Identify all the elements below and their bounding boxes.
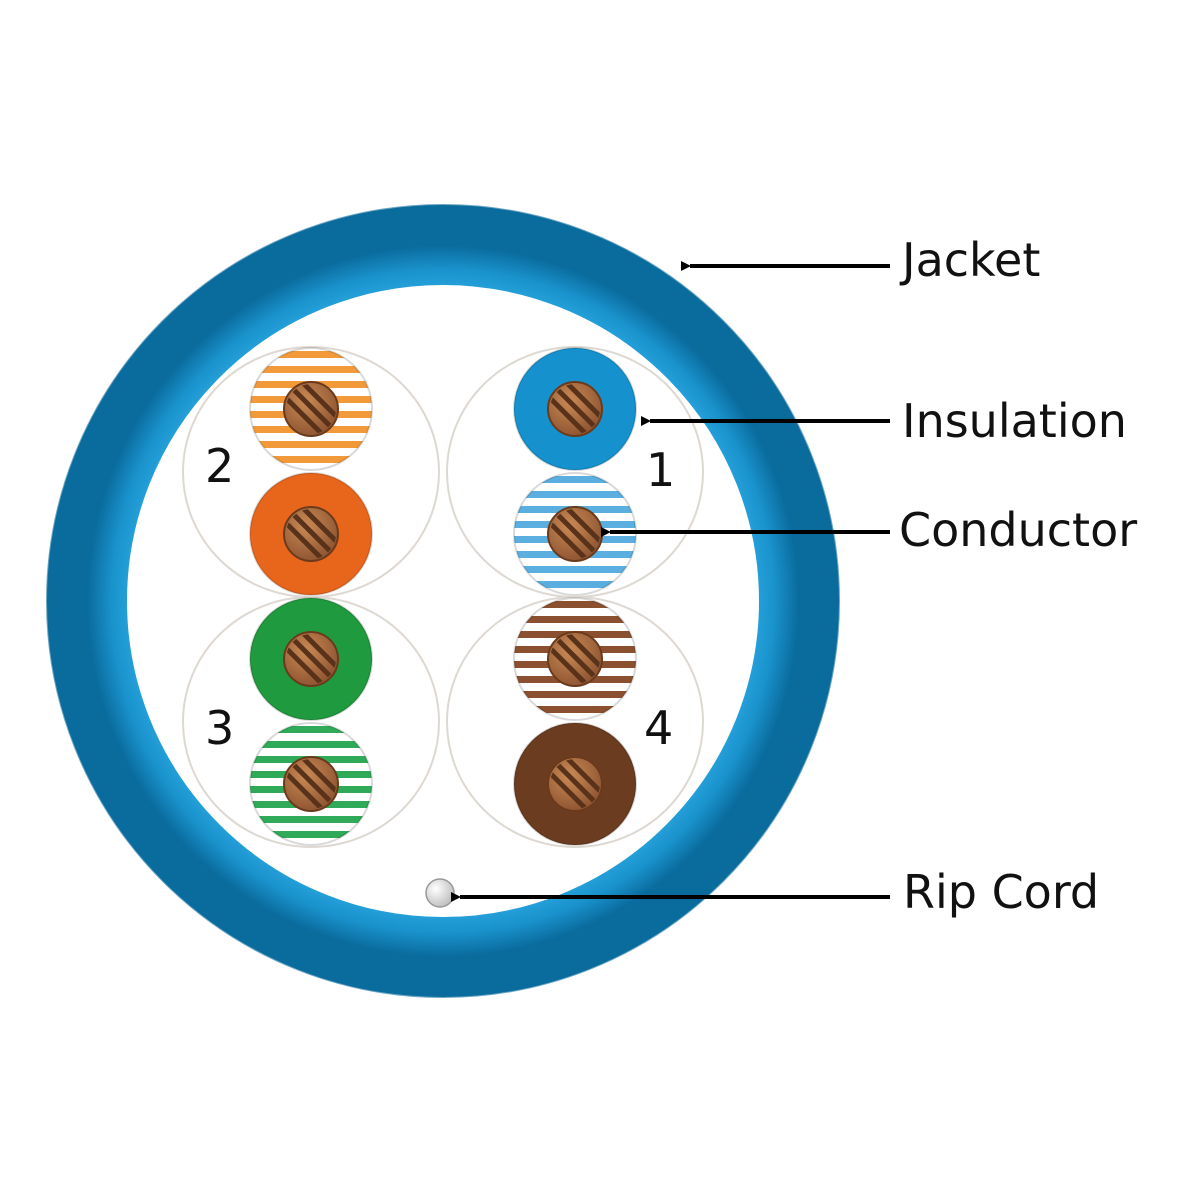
wire-green [249, 597, 373, 721]
conductor-label: Conductor [899, 503, 1137, 557]
wire-white-green [249, 722, 373, 846]
wire-white-brown [513, 597, 637, 721]
rip-cord-label: Rip Cord [903, 865, 1099, 919]
pair-number-4: 4 [644, 701, 673, 755]
pair-number-1: 1 [646, 443, 675, 497]
wire-white-blue [513, 472, 637, 596]
wires [249, 347, 637, 846]
pair-number-3: 3 [205, 701, 234, 755]
pair-outlines [182, 346, 704, 848]
pair-4-outline [446, 596, 704, 848]
jacket-label: Jacket [899, 233, 1040, 287]
pair-3-outline [182, 596, 440, 848]
jacket [46, 204, 840, 998]
wire-orange [249, 472, 373, 596]
pair-number-2: 2 [205, 439, 234, 493]
rip-cord [425, 878, 455, 908]
insulation-label: Insulation [902, 394, 1127, 448]
wire-white-orange [249, 347, 373, 471]
wire-brown [513, 722, 637, 846]
callout-arrows [451, 261, 890, 902]
wire-blue [513, 347, 637, 471]
